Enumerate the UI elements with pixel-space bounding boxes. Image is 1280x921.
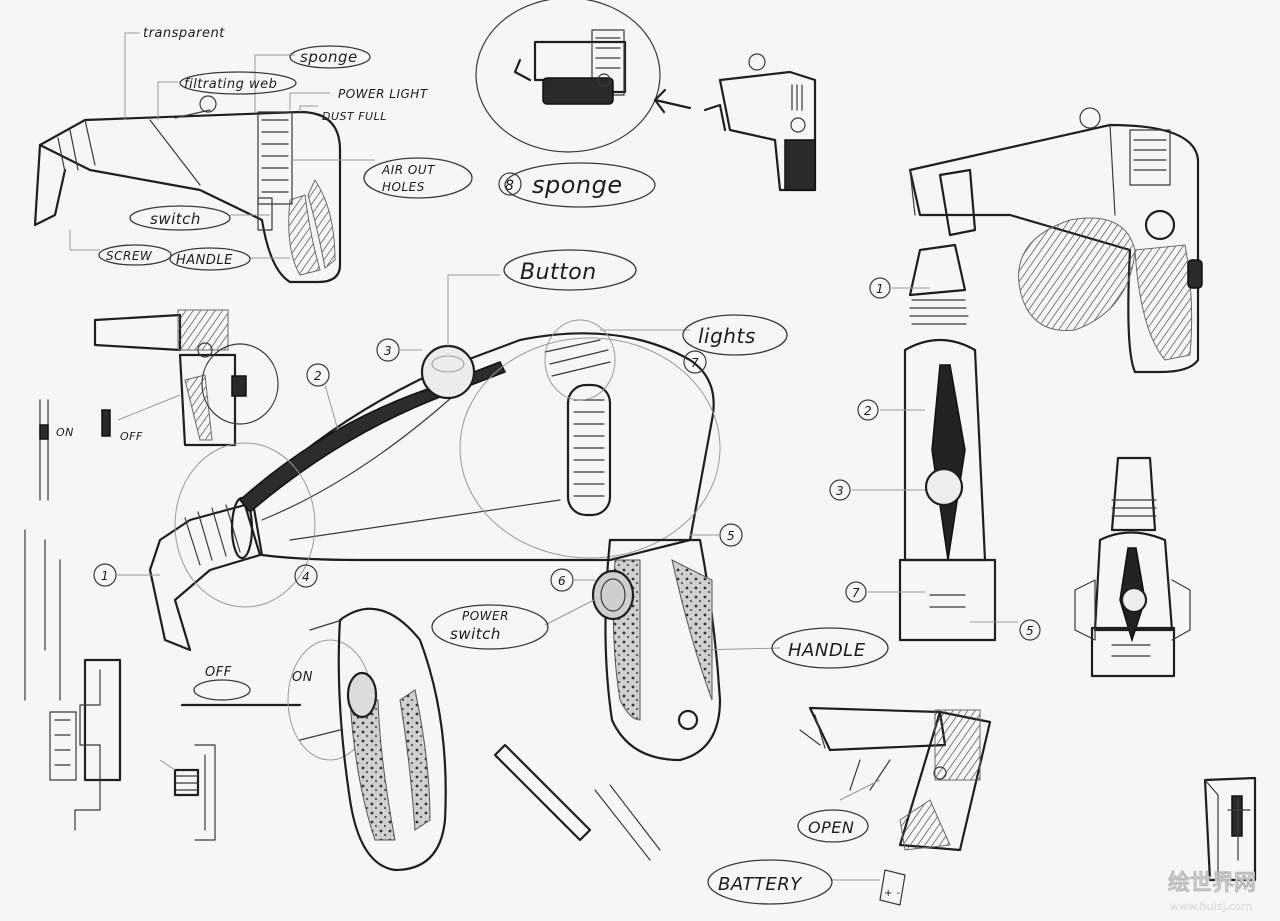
far-right-back-view (1074, 456, 1191, 678)
right-front-view: 1 2 3 7 5 (829, 243, 1041, 642)
power-switch-outline (431, 604, 549, 650)
top-left-side-view: transparent sponge filtrating web POWER … (33, 26, 473, 284)
label-n6: 6 (558, 574, 566, 588)
label-sponge-mid: sponge (532, 171, 623, 199)
bottom-right-battery: + - OPEN BATTERY (707, 706, 992, 906)
air-out-outline (363, 157, 473, 199)
screw-outline (98, 244, 172, 266)
top-right-perspective (908, 107, 1203, 374)
bottom-center-handle (299, 607, 661, 872)
sponge-mid-outline (504, 162, 656, 208)
svg-text:+ -: + - (884, 888, 901, 899)
button-label-outline (503, 249, 637, 291)
label-open: OPEN (808, 818, 854, 837)
label-power-light: POWER LIGHT (338, 87, 429, 101)
lights-label-outline (682, 314, 788, 356)
label-switch: switch (150, 210, 201, 228)
label-handle-main: HANDLE (788, 640, 866, 661)
left-clip-detail: ON OFF (39, 309, 279, 501)
open-outline (797, 809, 869, 843)
watermark-brand: 绘世界网 (1168, 870, 1256, 896)
label-handle-small: HANDLE (176, 253, 233, 268)
label-transparent: transparent (143, 26, 225, 41)
label-n2: 2 (314, 369, 322, 383)
label-n3: 3 (384, 344, 392, 358)
bottom-left-mechanism: OFF ON (24, 529, 373, 841)
label-on-big: ON (292, 670, 313, 685)
label-r2: 2 (864, 404, 872, 418)
label-on-small: ON (56, 426, 74, 439)
label-power-switch-2: switch (450, 625, 501, 643)
top-center-detail: 8 sponge (475, 0, 817, 208)
label-n5: 5 (727, 529, 735, 543)
label-sponge-number: 8 (505, 178, 514, 194)
sponge-top-outline (289, 45, 371, 69)
switch-outline (129, 205, 231, 231)
handle-main-outline (771, 627, 889, 669)
label-lights: lights (698, 324, 756, 348)
label-r7: 7 (852, 586, 860, 600)
handle-small-outline (169, 247, 251, 271)
label-screw: SCREW (106, 249, 153, 263)
label-r1: 1 (876, 282, 884, 296)
label-n4: 4 (302, 570, 310, 584)
label-air-out-2: HOLES (382, 180, 425, 194)
corner-tiny-sketch (1203, 776, 1257, 882)
label-power-switch-1: POWER (462, 609, 509, 623)
label-button: Button (520, 260, 597, 285)
watermark: 绘世界网 www.huisj.com (1168, 870, 1257, 913)
label-filtrating-web: filtrating web (184, 77, 277, 92)
label-battery: BATTERY (718, 874, 803, 895)
main-perspective-vacuum: 1 2 3 4 5 6 7 Button lights POWER switch (93, 249, 889, 762)
label-r5: 5 (1026, 624, 1034, 638)
label-off-big: OFF (205, 665, 232, 680)
label-air-out-1: AIR OUT (381, 163, 436, 177)
label-dust-full: DUST FULL (322, 110, 387, 123)
label-off-small: OFF (120, 430, 143, 443)
filtrating-web-outline (179, 71, 297, 95)
watermark-url: www.huisj.com (1170, 900, 1252, 913)
label-sponge-top: sponge (300, 48, 358, 66)
label-r3: 3 (836, 484, 844, 498)
label-n7: 7 (691, 356, 699, 370)
battery-outline (707, 859, 833, 905)
label-n1: 1 (101, 569, 109, 583)
